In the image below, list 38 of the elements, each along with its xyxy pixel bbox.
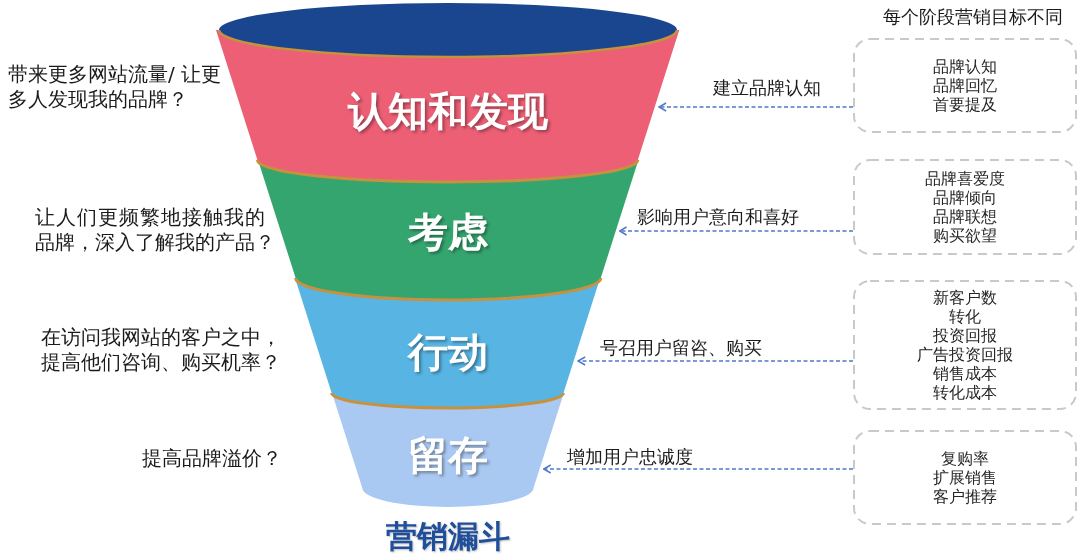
goal-text: 购买欲望 xyxy=(933,226,997,245)
goal-text: 品牌倾向 xyxy=(933,188,997,207)
goal-text: 品牌认知 xyxy=(933,57,997,76)
arrow xyxy=(577,356,854,366)
question-text: 在访问我网站的客户之中，提高他们咨询、购买机率？ xyxy=(41,325,282,375)
caption-text: 营销漏斗 xyxy=(386,518,510,554)
heading-text: 每个阶段营销目标不同 xyxy=(883,5,1063,29)
goal-text: 复购率 xyxy=(941,449,989,468)
arrow xyxy=(658,102,854,112)
goal-text: 投资回报 xyxy=(933,326,997,345)
goal-text: 销售成本 xyxy=(933,364,997,383)
goal-text: 转化成本 xyxy=(933,383,997,402)
stage-label: 行动 xyxy=(408,329,488,375)
goal-text: 品牌喜爱度 xyxy=(925,169,1005,188)
stage-label: 考虑 xyxy=(408,209,488,255)
dashed-box xyxy=(853,280,1077,410)
edge-label: 增加用户忠诚度 xyxy=(565,446,695,468)
arrow xyxy=(618,226,854,236)
stage-label: 留存 xyxy=(408,432,488,478)
goal-text: 新客户数 xyxy=(933,288,997,307)
edge-label: 建立品牌认知 xyxy=(711,77,823,99)
goal-text: 品牌回忆 xyxy=(933,76,997,95)
edge-label: 影响用户意向和喜好 xyxy=(635,206,801,228)
stage-label: 认知和发现 xyxy=(348,88,548,134)
goal-text: 品牌联想 xyxy=(933,207,997,226)
question-text: 让人们更频繁地接触我的品牌，深入了解我的产品？ xyxy=(35,205,276,255)
question-text: 提高品牌溢价？ xyxy=(142,446,282,471)
dashed-box xyxy=(853,430,1077,525)
edge-label: 号召用户留咨、购买 xyxy=(598,337,764,359)
arrow xyxy=(542,464,854,474)
goal-text: 首要提及 xyxy=(933,95,997,114)
goal-text: 扩展销售 xyxy=(933,468,997,487)
dashed-box xyxy=(853,159,1077,255)
goal-text: 转化 xyxy=(949,307,981,326)
goal-text: 广告投资回报 xyxy=(917,345,1013,364)
dashed-box xyxy=(853,38,1077,133)
question-text: 带来更多网站流量/ 让更多人发现我的品牌？ xyxy=(8,62,223,112)
goal-text: 客户推荐 xyxy=(933,487,997,506)
